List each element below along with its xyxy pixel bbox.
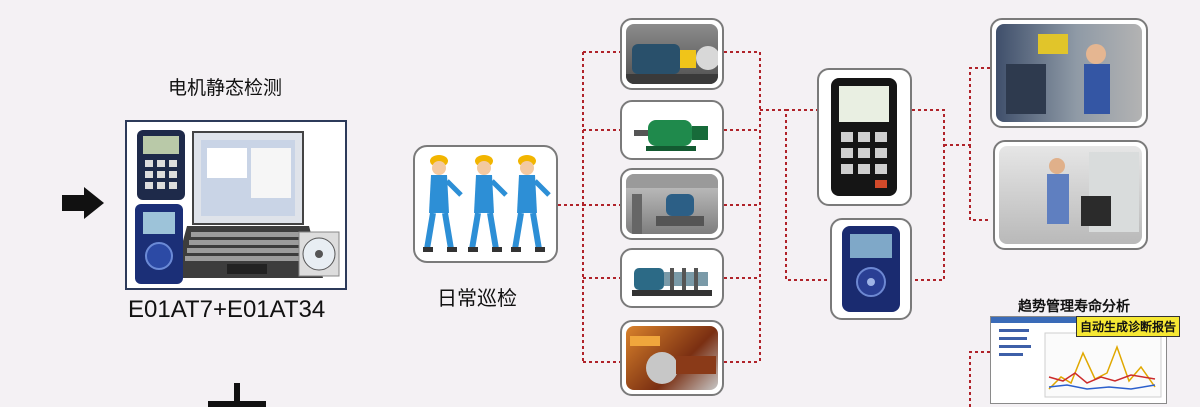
worker-figures	[423, 155, 551, 252]
static-test-title: 电机静态检测	[168, 77, 283, 99]
plus-icon	[208, 383, 266, 407]
machine-multistage-pump-image	[620, 248, 724, 308]
static-test-caption: E01AT7+E01AT34	[128, 296, 326, 323]
machine-pump-motor-image	[620, 18, 724, 90]
daily-inspection-caption: 日常巡检	[437, 286, 517, 310]
handheld-analyzer-device-image	[817, 68, 912, 206]
link-devices-right	[912, 109, 945, 281]
link-machine-return	[724, 51, 761, 362]
arrow-right-icon	[62, 187, 104, 219]
link-report	[969, 351, 990, 407]
switchgear-room-image	[993, 140, 1148, 250]
machine-room-image	[620, 168, 724, 240]
link-devices	[760, 109, 830, 281]
trend-analysis-title: 趋势管理寿命分析	[1018, 299, 1130, 315]
auto-report-badge: 自动生成诊断报告	[1076, 316, 1181, 337]
static-test-equipment-image	[125, 120, 347, 290]
machine-industrial-plant-image	[620, 320, 724, 396]
portable-collector-device-image	[830, 218, 912, 320]
daily-inspection-image	[413, 145, 558, 263]
machine-green-motor-image	[620, 100, 724, 160]
control-cabinet-operator-image	[990, 18, 1148, 128]
